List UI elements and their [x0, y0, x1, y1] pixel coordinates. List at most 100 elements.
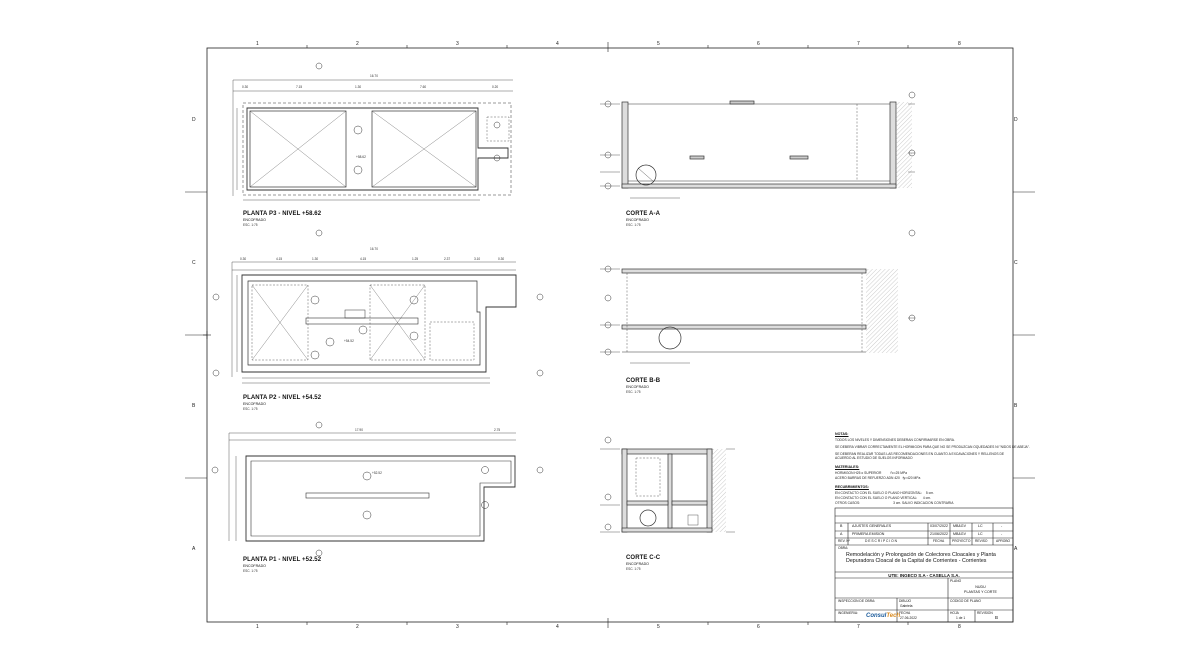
p1-scale: ESC. 1:75	[243, 569, 258, 573]
cc-title: CORTE C-C	[626, 555, 661, 561]
cc-subtitle: ENCOFRADO	[626, 562, 649, 566]
rev-header-chk: REVISO	[975, 539, 988, 543]
p3-dim-0: 0.30	[242, 85, 249, 89]
cut-markers	[604, 91, 916, 531]
logo-text-a: Consul	[866, 613, 887, 619]
grid-col-7-bottom: 7	[857, 624, 860, 630]
p2-dim-0: 0.30	[240, 257, 247, 261]
p3-title: PLANTA P3 - NIVEL +58.62	[243, 211, 322, 217]
p3-dim-total: 16.70	[370, 74, 378, 78]
revision-label: REVISION	[977, 611, 993, 615]
note-line: SE DEBERAN REALIZAR TODAS LAS RECOMENDAC…	[835, 452, 1005, 461]
grid-col-7: 7	[857, 41, 860, 47]
rev-a-desc: PRIMERA EMISION	[852, 532, 885, 536]
p2-dim-1: 4.15	[276, 257, 283, 261]
rev-header-app: APROBO	[996, 539, 1011, 543]
p3-scale: ESC. 1:75	[243, 223, 258, 227]
p2-dim-2: 1.30	[312, 257, 319, 261]
grid-col-1-bottom: 1	[256, 624, 259, 630]
grid-col-2: 2	[356, 41, 359, 47]
grid-col-6-bottom: 6	[757, 624, 760, 630]
dibujo-label: DIBUJO	[899, 599, 912, 603]
notes-block: NOTAS: TODOS LOS NIVELES Y DIMENSIONES D…	[835, 432, 1030, 506]
ute-label: UTE: INGECO S.A - CASELLA S.A.	[888, 573, 960, 578]
grid-row-d-right: D	[1014, 117, 1018, 123]
plan-p2	[231, 261, 517, 384]
plano-name-2: PLANTAS Y CORTE	[964, 590, 997, 594]
grid-col-3: 3	[456, 41, 459, 47]
rev-b-code: B	[840, 524, 843, 528]
notes-heading: NOTAS:	[835, 432, 849, 436]
grid-row-a-right: A	[1014, 546, 1018, 552]
grid-row-c-right: C	[1014, 260, 1018, 266]
hoja-label: HOJA	[950, 611, 959, 615]
cc-scale: ESC. 1:75	[626, 567, 641, 571]
p3-dim-3: 7.60	[420, 85, 427, 89]
aa-subtitle: ENCOFRADO	[626, 218, 649, 222]
grid-col-4: 4	[556, 41, 559, 47]
material-line: HORMIGON H25 o SUPERIOR f'c=25 MPa	[835, 471, 907, 476]
material-line: ACERO BARRAS DE REFUERZO ADN 420 fy=420 …	[835, 476, 921, 481]
cover-line: OTROS CASOS: 3 cm. SALVO INDICACION CONT…	[835, 501, 954, 506]
p3-dim-4: 0.20	[492, 85, 499, 89]
p1-dim-total: 17.90	[355, 428, 363, 432]
bb-scale: ESC. 1:75	[626, 390, 641, 394]
section-bb	[600, 268, 915, 364]
cover-line: EN CONTACTO CON EL SUELO O PLANO VERTICA…	[835, 496, 931, 501]
p1-dim-right: 2.75	[494, 428, 501, 432]
grid-col-8-bottom: 8	[958, 624, 961, 630]
grid-col-4-bottom: 4	[556, 624, 559, 630]
materials-heading: MATERIALES:	[835, 465, 860, 470]
title-block	[834, 507, 1014, 623]
aa-scale: ESC. 1:75	[626, 223, 641, 227]
ingenieria-label: INGENIERIA:	[838, 611, 858, 615]
p2-dim-5: 2.37	[444, 257, 451, 261]
obra-name: Remodelación y Prolongación de Colectore…	[846, 552, 996, 565]
p3-dim-1: 7.15	[296, 85, 303, 89]
rev-header-by: PROYECTO	[952, 539, 971, 543]
section-aa	[600, 100, 915, 199]
rev-b-desc: AJUSTES GENERALES	[852, 524, 892, 528]
dibujo-value: Gabriela	[900, 604, 913, 608]
rev-a-chk: LC	[978, 532, 983, 536]
rev-header-rev: REV. Nº	[838, 539, 850, 543]
cover-heading: RECUBRIMIENTOS:	[835, 485, 869, 490]
p2-dim-total: 16.70	[370, 247, 378, 251]
rev-b-app: -	[1001, 524, 1003, 528]
plano-name-1: NUDU	[975, 585, 986, 589]
hoja-value: 1 de 1	[956, 616, 966, 620]
grid-col-2-bottom: 2	[356, 624, 359, 630]
note-line: TODOS LOS NIVELES Y DIMENSIONES DEBERAN …	[835, 438, 955, 442]
plano-label: PLANO	[950, 579, 962, 583]
logo-text-b: Tech	[886, 613, 901, 619]
plan-p3-symbols	[315, 62, 501, 237]
p2-subtitle: ENCOFRADO	[243, 402, 266, 406]
fecha-value: 27-06-2022	[900, 616, 917, 620]
cover-line: EN CONTACTO CON EL SUELO O PLANO HORIZON…	[835, 491, 934, 496]
plan-p1-symbols	[211, 421, 544, 557]
rev-b-by: MB&GV	[953, 524, 966, 528]
grid-row-a: A	[192, 546, 196, 552]
grid-row-c: C	[192, 260, 196, 266]
revision-value: B	[995, 615, 999, 620]
grid-row-b-right: B	[1014, 403, 1018, 409]
p2-dim-3: 4.15	[360, 257, 367, 261]
rev-header-desc: D E S C R I P C I O N	[865, 539, 897, 543]
rev-a-by: MB&GV	[953, 532, 966, 536]
p3-dim-2: 1.30	[355, 85, 362, 89]
grid-col-3-bottom: 3	[456, 624, 459, 630]
p1-title: PLANTA P1 - NIVEL +52.52	[243, 557, 322, 563]
inspeccion-label: INSPECCION DE OBRA:	[838, 599, 876, 603]
p2-dim-7: 0.30	[498, 257, 505, 261]
level-p3: +58.62	[356, 155, 366, 159]
section-cc	[600, 448, 735, 533]
rev-a-code: A	[840, 532, 843, 536]
grid-col-8: 8	[958, 41, 961, 47]
plan-p2-symbols	[212, 293, 544, 377]
grid-row-d: D	[192, 117, 196, 123]
grid-col-5: 5	[657, 41, 660, 47]
frame-ticks	[185, 42, 1035, 628]
p2-dim-4: 1.25	[412, 257, 419, 261]
